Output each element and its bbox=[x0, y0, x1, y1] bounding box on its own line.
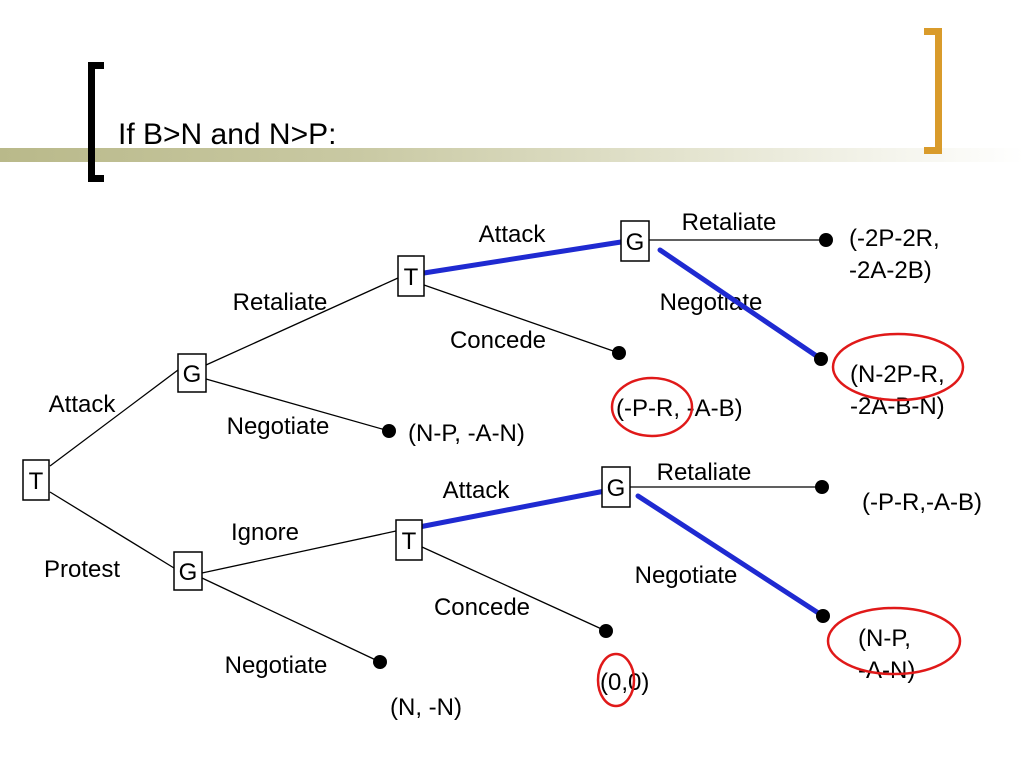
terminal-node-dot bbox=[373, 655, 387, 669]
edge-label-negotiate: Negotiate bbox=[225, 652, 328, 679]
equilibrium-circle bbox=[596, 652, 636, 708]
decision-node-label: G bbox=[607, 475, 626, 502]
decision-node-t1 bbox=[22, 459, 50, 501]
terminal-node-dot bbox=[612, 346, 626, 360]
edge-label-ignore: Ignore bbox=[231, 519, 299, 546]
edge-label-negotiate: Negotiate bbox=[227, 413, 330, 440]
edge-g2-p9 bbox=[201, 577, 381, 663]
payoff-text: (0,0) bbox=[600, 669, 649, 696]
edge-label-retaliate: Retaliate bbox=[233, 289, 328, 316]
terminal-node-dot bbox=[819, 233, 833, 247]
payoff-text: (N-P, -A-N) bbox=[408, 420, 525, 447]
edge-g1-p5 bbox=[205, 378, 390, 432]
edge-label-retaliate: Retaliate bbox=[657, 459, 752, 486]
edge-g2-t3 bbox=[201, 530, 397, 574]
slide-title: If B>N and N>P: bbox=[118, 118, 337, 151]
terminal-node-dot bbox=[599, 624, 613, 638]
terminal-node-dot bbox=[816, 609, 830, 623]
decision-node-g3 bbox=[620, 220, 650, 262]
edge-label-negotiate: Negotiate bbox=[660, 289, 763, 316]
title-underline-bar bbox=[0, 148, 1024, 162]
right-bracket-decoration bbox=[924, 28, 942, 154]
edge-label-attack: Attack bbox=[479, 221, 547, 248]
decision-node-g1 bbox=[177, 353, 207, 393]
highlight-path-t2-g3 bbox=[421, 239, 624, 276]
equilibrium-circle bbox=[831, 332, 965, 402]
edge-label-protest: Protest bbox=[44, 556, 120, 583]
edge-label-attack: Attack bbox=[443, 477, 511, 504]
edge-g1-t2 bbox=[205, 277, 399, 366]
decision-node-t2 bbox=[397, 255, 425, 297]
terminal-node-dot bbox=[814, 352, 828, 366]
decision-node-t3 bbox=[395, 519, 423, 561]
edge-t2-p3 bbox=[423, 284, 620, 354]
decision-node-label: T bbox=[402, 528, 417, 555]
terminal-node-dot bbox=[815, 480, 829, 494]
decision-node-g2 bbox=[173, 551, 203, 591]
payoff-text: (N, -N) bbox=[390, 694, 462, 721]
payoff-text: -2A-2B) bbox=[849, 257, 932, 284]
edge-label-concede: Concede bbox=[450, 327, 546, 354]
payoff-text: -2A-B-N) bbox=[850, 393, 945, 420]
payoff-text: (N-P, bbox=[858, 625, 911, 652]
highlight-path-g3-p2 bbox=[657, 247, 824, 362]
edge-label-concede: Concede bbox=[434, 594, 530, 621]
decision-node-label: G bbox=[179, 559, 198, 586]
payoff-text: (-P-R, -A-B) bbox=[616, 395, 743, 422]
payoff-text: (-2P-2R, bbox=[849, 225, 940, 252]
edge-label-retaliate: Retaliate bbox=[682, 209, 777, 236]
edge-t1-g1 bbox=[49, 369, 179, 467]
highlight-path-t3-g4 bbox=[411, 487, 613, 531]
edge-t1-g2 bbox=[49, 491, 175, 569]
decision-node-g4 bbox=[601, 466, 631, 508]
left-bracket-decoration bbox=[88, 62, 104, 182]
equilibrium-circle bbox=[610, 376, 694, 438]
edge-t3-p8 bbox=[421, 546, 607, 632]
payoff-text: (-P-R,-A-B) bbox=[862, 489, 982, 516]
decision-node-label: G bbox=[626, 229, 645, 256]
equilibrium-circle bbox=[826, 606, 962, 676]
decision-node-label: G bbox=[183, 361, 202, 388]
decision-node-label: T bbox=[29, 468, 44, 495]
edge-label-attack: Attack bbox=[49, 391, 117, 418]
decision-node-label: T bbox=[404, 264, 419, 291]
payoff-text: (N-2P-R, bbox=[850, 361, 945, 388]
highlight-path-g4-p7 bbox=[635, 493, 826, 619]
terminal-node-dot bbox=[382, 424, 396, 438]
edge-label-negotiate: Negotiate bbox=[635, 562, 738, 589]
